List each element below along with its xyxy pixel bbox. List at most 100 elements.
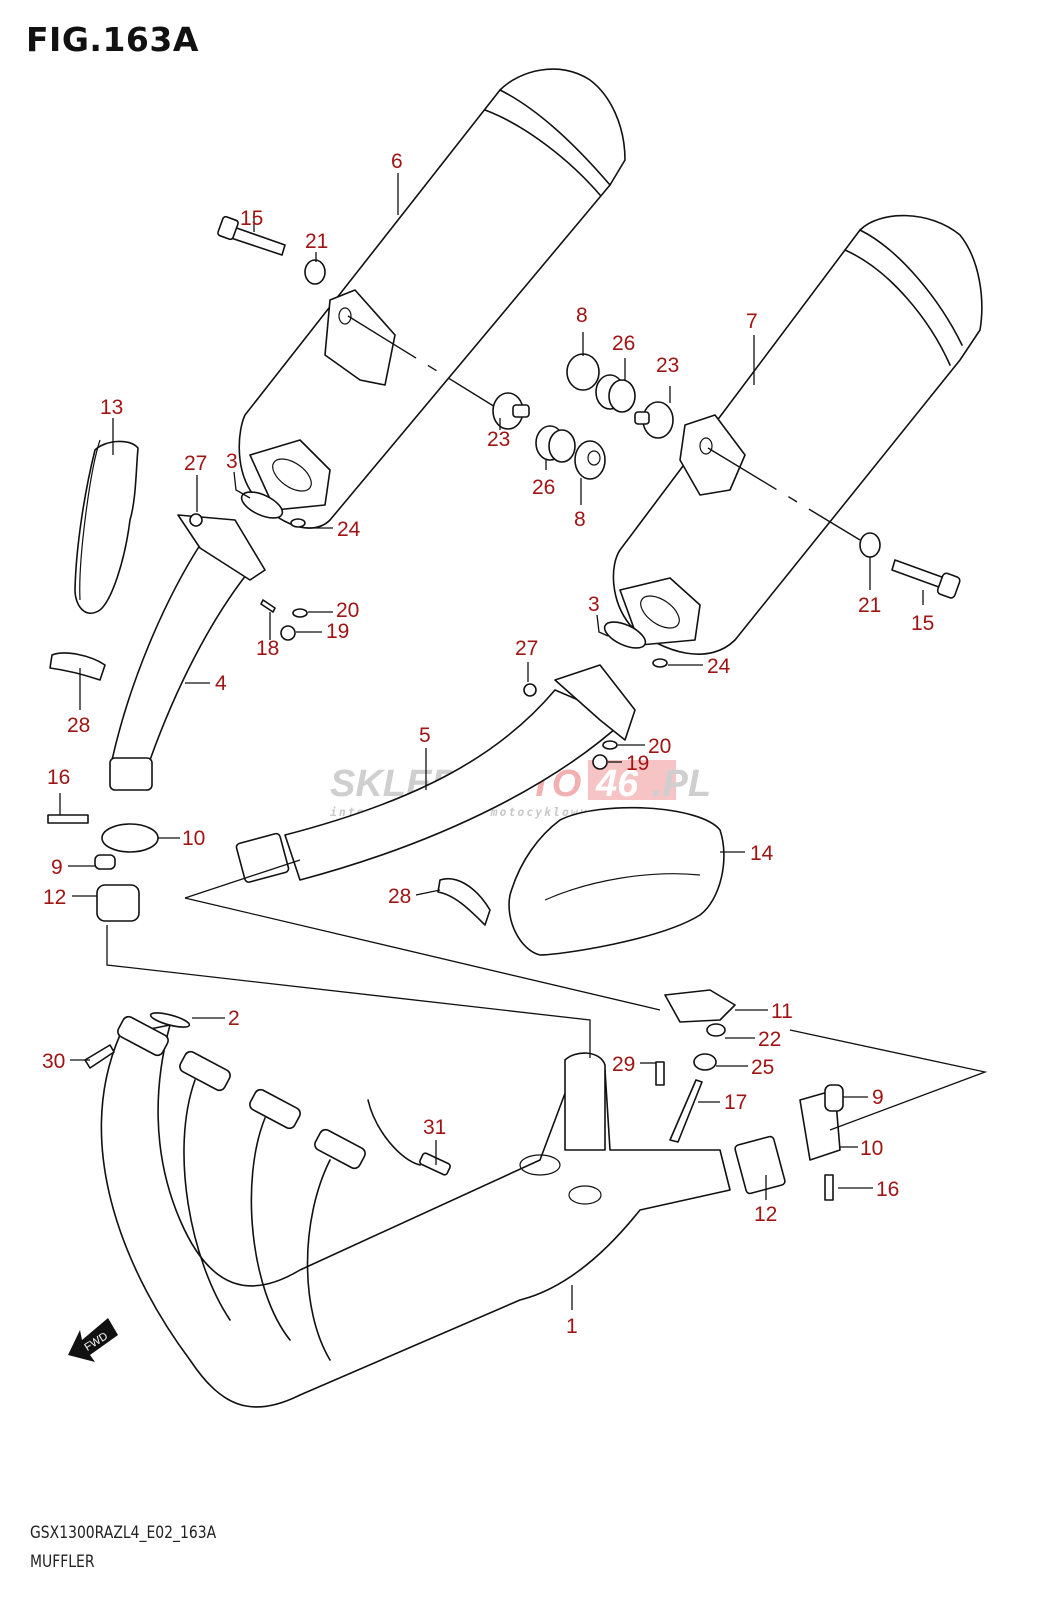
bracket-part-11[interactable] bbox=[664, 989, 736, 1023]
callout-10: 10 bbox=[182, 827, 205, 850]
callout-7: 7 bbox=[746, 310, 758, 333]
washer-part-21[interactable] bbox=[304, 259, 326, 285]
callout-16: 16 bbox=[876, 1178, 899, 1201]
callout-15: 15 bbox=[240, 207, 263, 230]
exhaust-pipe-assembly-part-1[interactable] bbox=[100, 1015, 731, 1408]
heat-cover-part-14[interactable] bbox=[508, 806, 725, 956]
nut-part-19[interactable] bbox=[280, 625, 296, 641]
collar-part-8 bbox=[566, 353, 600, 391]
callout-5: 5 bbox=[419, 724, 431, 747]
clamp-part-28[interactable] bbox=[437, 878, 491, 926]
callout-28: 28 bbox=[388, 885, 411, 908]
callout-18: 18 bbox=[256, 637, 279, 660]
o2-sensor-part-31[interactable] bbox=[367, 1099, 451, 1176]
callout-27: 27 bbox=[184, 452, 207, 475]
callout-8: 8 bbox=[576, 304, 588, 327]
callout-26: 26 bbox=[612, 332, 635, 355]
callout-27: 27 bbox=[515, 637, 538, 660]
muffler-right-part-7[interactable] bbox=[612, 214, 983, 655]
callout-16: 16 bbox=[47, 766, 70, 789]
mount-hardware-set[interactable] bbox=[492, 353, 674, 480]
gasket-part-2[interactable] bbox=[149, 1010, 191, 1030]
callout-12: 12 bbox=[43, 886, 66, 909]
assembly-line bbox=[184, 897, 661, 1011]
nut-part-19[interactable] bbox=[592, 754, 608, 770]
bush-part-12[interactable] bbox=[96, 884, 140, 922]
callouts: 6 15 21 8 26 23 7 13 27 3 23 26 bbox=[42, 150, 934, 1338]
callout-23: 23 bbox=[656, 354, 679, 377]
alignment-line bbox=[347, 315, 501, 411]
clamp-part-10[interactable] bbox=[101, 823, 159, 853]
header-flange bbox=[117, 1015, 169, 1057]
gasket-part-3[interactable] bbox=[238, 487, 286, 524]
callout-3: 3 bbox=[226, 450, 238, 473]
callout-20: 20 bbox=[336, 599, 359, 622]
header-flange bbox=[249, 1088, 301, 1130]
alignment-line bbox=[707, 447, 861, 541]
collar-part-8 bbox=[574, 440, 606, 480]
heat-cover-part-13[interactable] bbox=[74, 440, 139, 614]
callout-24: 24 bbox=[707, 655, 731, 678]
callout-19: 19 bbox=[326, 620, 349, 643]
callout-1: 1 bbox=[566, 1315, 578, 1338]
bush-part-12[interactable] bbox=[734, 1135, 786, 1195]
spacer-part-9[interactable] bbox=[824, 1084, 844, 1112]
collar-part-25[interactable] bbox=[693, 1053, 717, 1071]
spacer-part-9[interactable] bbox=[94, 854, 116, 870]
callout-3: 3 bbox=[588, 593, 600, 616]
figure-title: FIG.163A bbox=[26, 20, 199, 59]
watermark-brand-3: 46 bbox=[595, 763, 639, 805]
fwd-direction-marker: FWD bbox=[68, 1318, 118, 1362]
mid-pipe-part-5[interactable] bbox=[235, 664, 636, 883]
model-code: GSX1300RAZL4_E02_163A bbox=[30, 1523, 217, 1543]
callout-25: 25 bbox=[751, 1056, 774, 1079]
callout-4: 4 bbox=[215, 672, 227, 695]
bolt-part-16[interactable] bbox=[824, 1174, 834, 1201]
callout-9: 9 bbox=[51, 856, 63, 879]
gasket-part-3[interactable] bbox=[601, 617, 649, 654]
callout-19: 19 bbox=[626, 752, 649, 775]
gasket-part-24[interactable] bbox=[652, 658, 668, 668]
washer-part-21[interactable] bbox=[859, 532, 881, 558]
bolt-part-22[interactable] bbox=[706, 1023, 726, 1037]
bolt-part-15[interactable] bbox=[891, 559, 961, 599]
callout-14: 14 bbox=[750, 842, 774, 865]
bolt-part-15[interactable] bbox=[217, 215, 286, 256]
clamp-part-28[interactable] bbox=[49, 652, 106, 681]
header-flange bbox=[179, 1050, 231, 1092]
callout-26: 26 bbox=[532, 476, 555, 499]
nut-part-27[interactable] bbox=[189, 513, 203, 527]
gasket-part-24[interactable] bbox=[290, 518, 306, 528]
bolt-part-30[interactable] bbox=[84, 1044, 115, 1069]
section-name: MUFFLER bbox=[30, 1552, 95, 1572]
bolt-part-29[interactable] bbox=[655, 1061, 665, 1086]
bolt-part-17[interactable] bbox=[669, 1079, 703, 1143]
mid-pipe-part-4[interactable] bbox=[109, 514, 266, 791]
bolt-part-18[interactable] bbox=[260, 599, 276, 613]
callout-10: 10 bbox=[860, 1137, 883, 1160]
callout-31: 31 bbox=[423, 1116, 446, 1139]
callout-15: 15 bbox=[911, 612, 934, 635]
callout-21: 21 bbox=[858, 594, 881, 617]
callout-29: 29 bbox=[612, 1053, 635, 1076]
header-flange bbox=[314, 1128, 366, 1170]
callout-22: 22 bbox=[758, 1028, 781, 1051]
nut-part-27[interactable] bbox=[523, 683, 537, 697]
fwd-arrow-icon bbox=[68, 1318, 118, 1362]
callout-11: 11 bbox=[771, 1000, 793, 1023]
callout-2: 2 bbox=[228, 1007, 240, 1030]
callout-28: 28 bbox=[67, 714, 90, 737]
gasket-part-20[interactable] bbox=[292, 608, 308, 618]
callout-8: 8 bbox=[574, 508, 586, 531]
watermark-brand-4: .PL bbox=[652, 763, 711, 805]
callout-9: 9 bbox=[872, 1086, 884, 1109]
callout-6: 6 bbox=[391, 150, 403, 173]
muffler-left-part-6[interactable] bbox=[238, 68, 626, 529]
bolt-part-16[interactable] bbox=[47, 814, 89, 824]
callout-12: 12 bbox=[754, 1203, 777, 1226]
callout-24: 24 bbox=[337, 518, 361, 541]
callout-17: 17 bbox=[724, 1091, 747, 1114]
gasket-part-20[interactable] bbox=[602, 740, 618, 750]
callout-30: 30 bbox=[42, 1050, 65, 1073]
